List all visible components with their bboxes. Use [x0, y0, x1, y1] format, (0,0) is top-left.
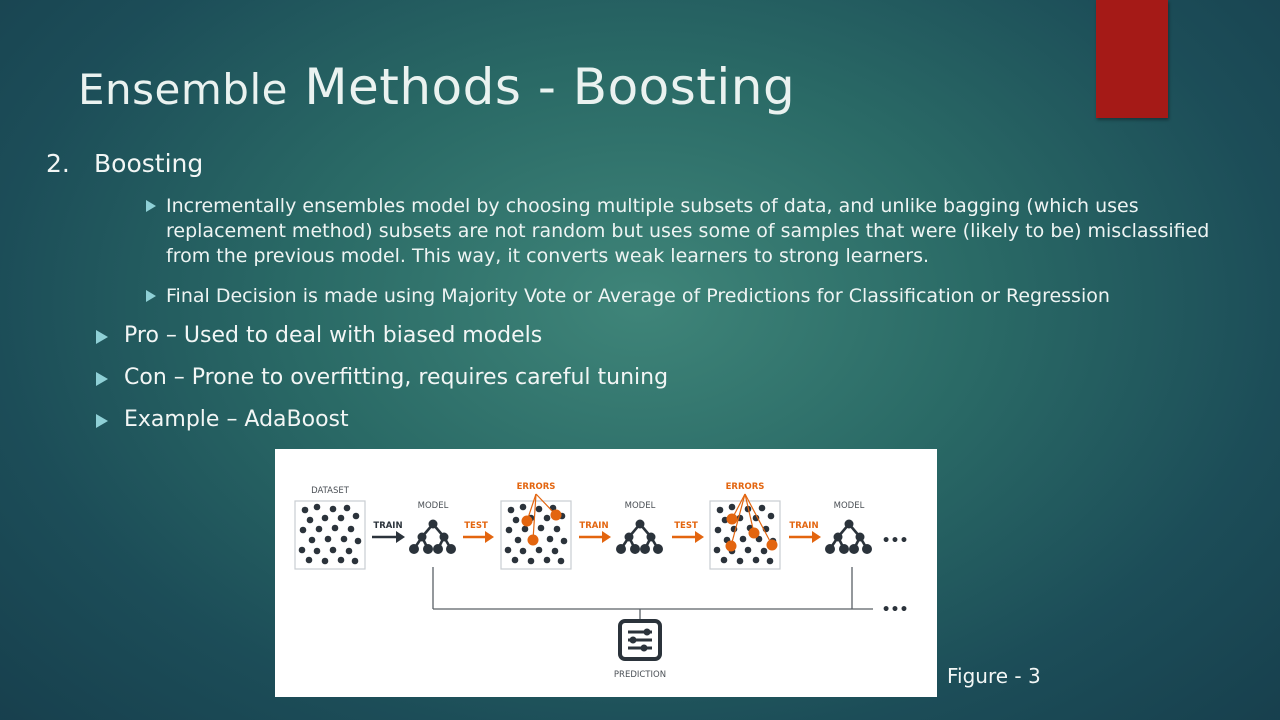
- model-label: MODEL: [834, 501, 865, 511]
- train-label: TRAIN: [789, 521, 818, 531]
- bullet-arrow-icon: [96, 372, 108, 386]
- prediction-icon: [618, 619, 662, 661]
- item-number: 2.: [46, 149, 70, 178]
- prediction-label: PREDICTION: [614, 670, 666, 680]
- bullet-arrow-icon: [146, 290, 156, 302]
- point-text: Pro – Used to deal with biased models: [124, 323, 543, 348]
- errors-label: ERRORS: [726, 482, 765, 492]
- test-label: TEST: [674, 521, 698, 531]
- point-con: Con – Prone to overfitting, requires car…: [96, 365, 668, 390]
- arrow-icon: [602, 531, 611, 543]
- decision-tree-icon: [407, 518, 458, 556]
- train-label: TRAIN: [579, 521, 608, 531]
- error-point: [748, 527, 760, 539]
- figure-caption: Figure - 3: [947, 664, 1041, 688]
- bullet-arrow-icon: [96, 330, 108, 344]
- error-point: [521, 515, 533, 527]
- ellipsis-icon: •••: [882, 533, 909, 549]
- model-label: MODEL: [625, 501, 656, 511]
- accent-bar: [1096, 0, 1168, 118]
- arrow-icon: [812, 531, 821, 543]
- bullet-arrow-icon: [96, 414, 108, 428]
- decision-tree-icon: [823, 518, 874, 556]
- sub-bullet-text: Incrementally ensembles model by choosin…: [166, 195, 1210, 267]
- point-text: Example – AdaBoost: [124, 407, 349, 432]
- decision-tree-icon: [614, 518, 665, 556]
- item-label: Boosting: [94, 149, 204, 178]
- error-point: [726, 513, 738, 525]
- bullet-arrow-icon: [146, 200, 156, 212]
- point-pro: Pro – Used to deal with biased models: [96, 323, 542, 348]
- errors-label: ERRORS: [517, 482, 556, 492]
- dataset-label: DATASET: [311, 486, 350, 496]
- point-example: Example – AdaBoost: [96, 407, 349, 432]
- error-point: [550, 509, 562, 521]
- slide-title: Ensemble Methods - Boosting: [78, 58, 796, 116]
- diagram-svg: DATASET TRAIN MODEL TEST ERRORS TRAIN MO…: [294, 482, 909, 680]
- error-point: [725, 540, 737, 552]
- model-label: MODEL: [418, 501, 449, 511]
- arrow-icon: [695, 531, 704, 543]
- arrow-icon: [396, 531, 405, 543]
- boosting-diagram: DATASET TRAIN MODEL TEST ERRORS TRAIN MO…: [275, 449, 937, 697]
- error-point: [766, 539, 778, 551]
- sub-bullet-2: Final Decision is made using Majority Vo…: [146, 284, 1246, 309]
- test-label: TEST: [464, 521, 488, 531]
- point-text: Con – Prone to overfitting, requires car…: [124, 365, 669, 390]
- arrow-icon: [485, 531, 494, 543]
- ellipsis-icon: •••: [882, 602, 909, 618]
- sub-bullet-1: Incrementally ensembles model by choosin…: [146, 194, 1221, 269]
- list-item-boosting: 2. Boosting: [46, 149, 203, 178]
- train-label: TRAIN: [373, 521, 402, 531]
- sub-bullet-text: Final Decision is made using Majority Vo…: [166, 285, 1110, 307]
- error-point: [527, 534, 539, 546]
